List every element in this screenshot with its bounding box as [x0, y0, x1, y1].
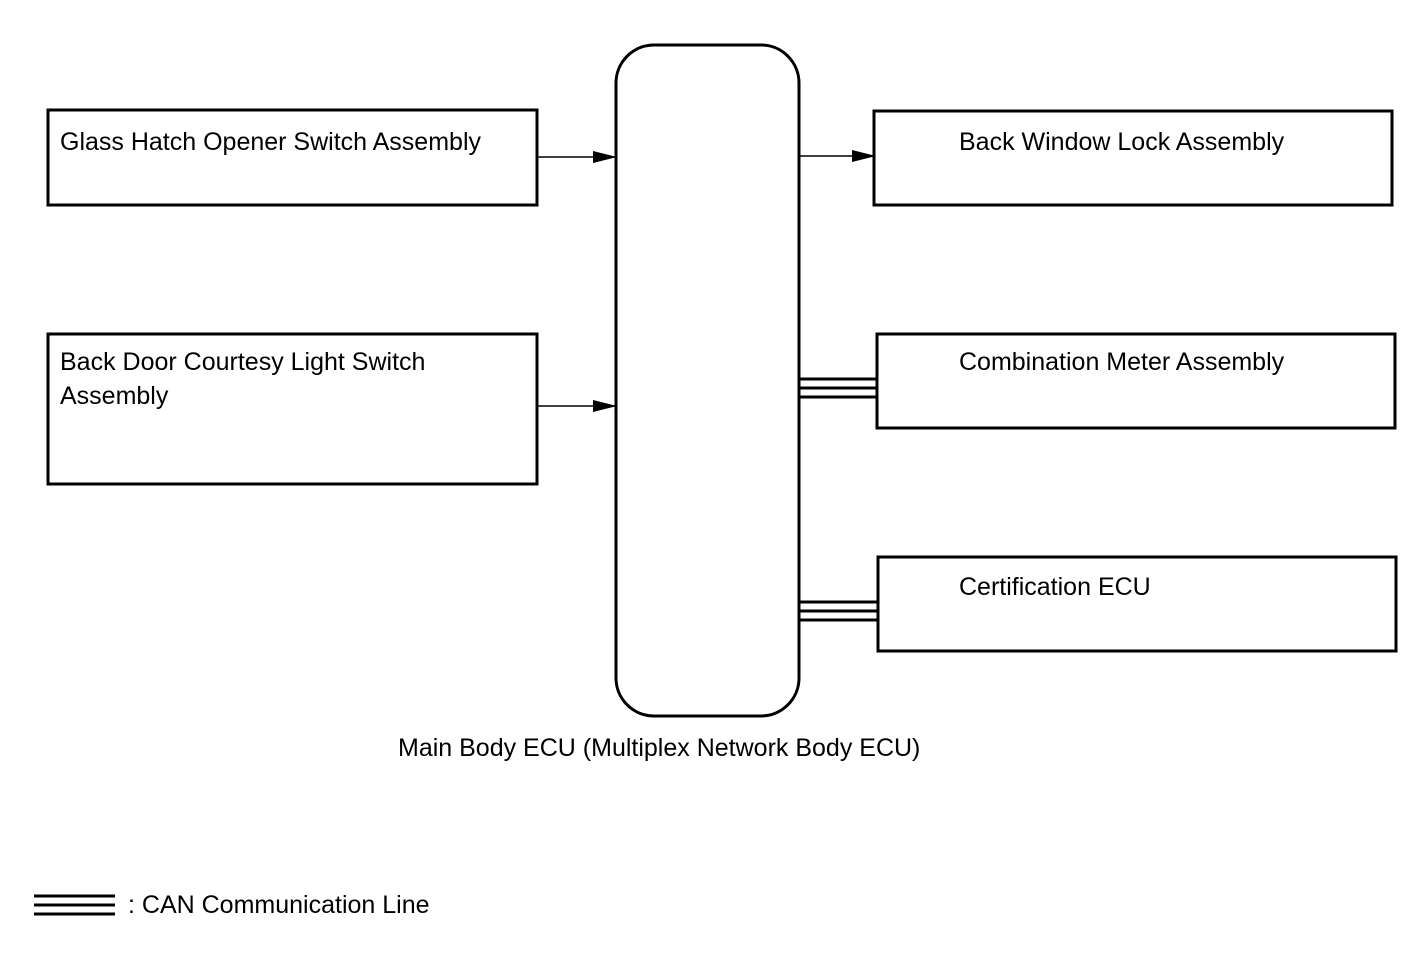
legend-label: : CAN Communication Line [128, 891, 430, 919]
certification-ecu-label: Certification ECU [959, 573, 1151, 601]
legend: : CAN Communication Line [34, 891, 430, 919]
back-window-lock-node: Back Window Lock Assembly [872, 109, 1394, 207]
certification-ecu-can-line [799, 600, 878, 622]
combination-meter-box [875, 332, 1397, 430]
legend-can-symbol [34, 894, 115, 916]
certification-ecu-box [876, 555, 1398, 653]
combination-meter-node: Combination Meter Assembly [875, 332, 1397, 430]
back-door-courtesy-switch-label-line1: Back Door Courtesy Light Switch [60, 348, 425, 376]
back-window-lock-label: Back Window Lock Assembly [959, 128, 1285, 156]
glass-hatch-opener-switch-label: Glass Hatch Opener Switch Assembly [60, 128, 481, 156]
main-body-ecu-block [614, 43, 801, 718]
main-body-ecu-label: Main Body ECU (Multiplex Network Body EC… [398, 734, 920, 762]
certification-ecu-node: Certification ECU [876, 555, 1398, 653]
back-door-courtesy-switch-node: Back Door Courtesy Light Switch Assembly [46, 332, 539, 486]
glass-hatch-opener-switch-box [46, 108, 539, 207]
combination-meter-label: Combination Meter Assembly [959, 348, 1285, 376]
glass-hatch-opener-switch-node: Glass Hatch Opener Switch Assembly [46, 108, 539, 207]
back-door-courtesy-switch-box [46, 332, 539, 486]
back-door-courtesy-switch-label-line2: Assembly [60, 382, 169, 410]
back-window-lock-box [872, 109, 1394, 207]
combination-meter-can-line [799, 377, 877, 399]
